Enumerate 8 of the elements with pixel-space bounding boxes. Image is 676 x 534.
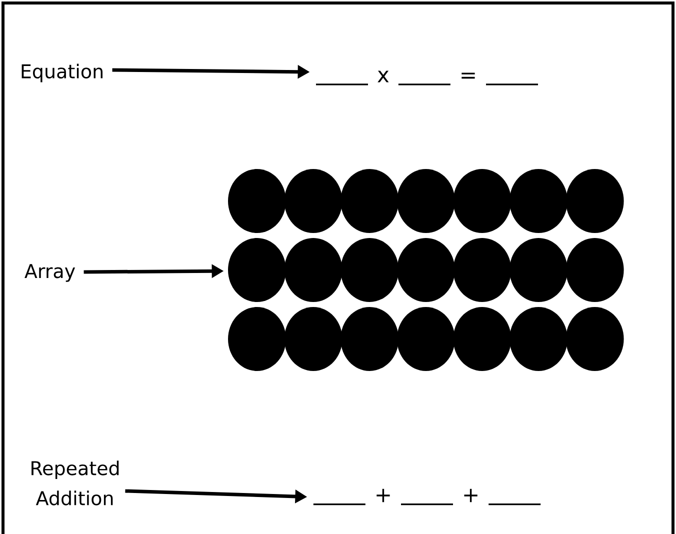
operator-sign: x (378, 70, 389, 82)
operator-sign: = (462, 72, 475, 79)
dot-array-drawing (228, 169, 624, 371)
operator-sign: + (376, 488, 390, 502)
row-label: Equation (22, 64, 102, 82)
row-label: Repeated Addition (32, 460, 119, 506)
operator-sign: + (464, 488, 478, 502)
row-label: Array (24, 264, 76, 282)
